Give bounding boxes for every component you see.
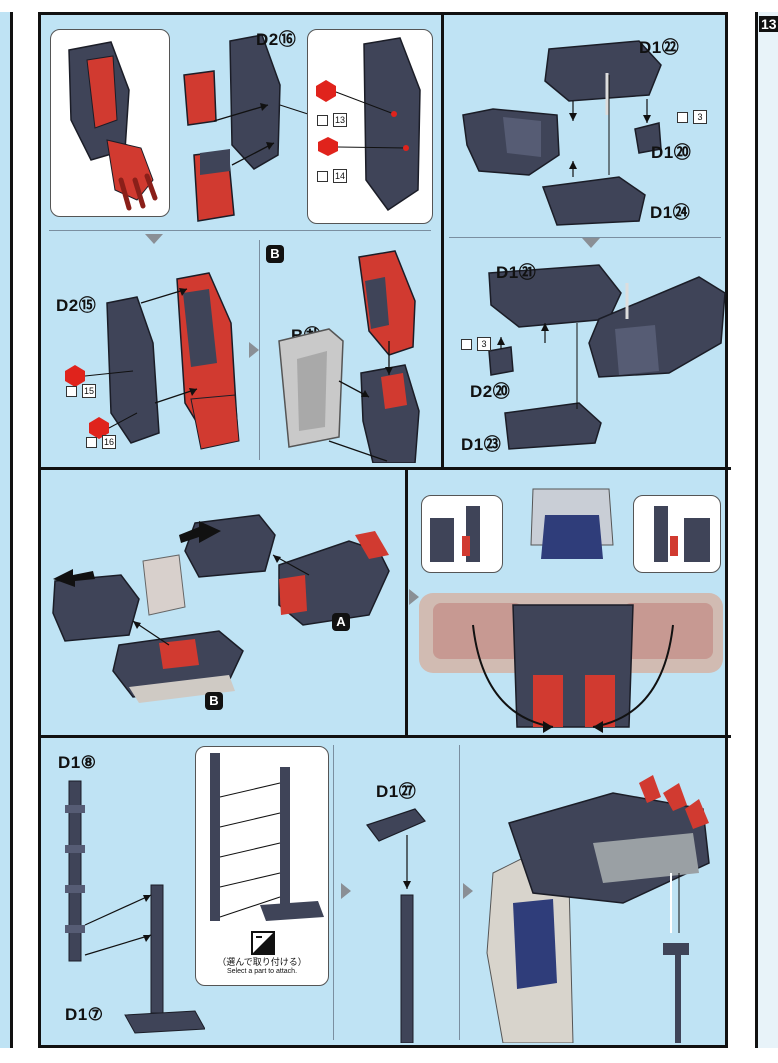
- part-label-d1-20: D1⑳: [651, 143, 692, 162]
- seal-number-14: 14: [333, 169, 347, 183]
- seal-icon: [66, 386, 77, 397]
- backpack-top-exploded-illustration: [462, 40, 662, 226]
- seal-number-15: 15: [82, 384, 96, 398]
- right-mount-illustration: [654, 506, 710, 562]
- stand-adapter-illustration: [366, 808, 426, 1043]
- divider-mid2: [41, 735, 731, 738]
- step-down-arrow-icon: [145, 234, 163, 244]
- seal-number-3: 3: [693, 110, 707, 124]
- previous-page-edge: [0, 12, 13, 1048]
- part-label-d1-23: D1㉓: [461, 435, 502, 454]
- next-page-edge: [755, 12, 778, 1048]
- arm-frame-attach-illustration: [278, 250, 420, 463]
- subdivider-tl-v: [259, 240, 260, 460]
- part-label-d1-8: D1⑧: [58, 753, 97, 772]
- subdivider-b2: [459, 745, 460, 1040]
- model-on-stand-illustration: [486, 775, 710, 1043]
- inset-arm-preview: [50, 29, 170, 217]
- step-right-arrow-icon: [249, 342, 259, 358]
- forearm-assembly-illustration: [65, 272, 240, 450]
- seal-number-13: 13: [333, 113, 347, 127]
- seal-number-16: 16: [102, 435, 116, 449]
- inset-left-mount-detail: [421, 495, 503, 573]
- part-label-d1-22: D1㉒: [639, 38, 680, 57]
- inset-select-part: （選んで取り付ける） Select a part to attach.: [195, 746, 329, 986]
- left-mount-illustration: [430, 506, 480, 562]
- divider-middle: [405, 468, 408, 736]
- select-part-illustration: [210, 753, 324, 921]
- marker-b-badge: B: [266, 245, 284, 263]
- part-label-d1-27: D1㉗: [376, 782, 417, 801]
- subdivider-b1: [333, 745, 334, 1040]
- instruction-sheet: D2⑯ 13 14 D2⑮ 15 16 B B㉷: [38, 12, 731, 1048]
- subdivider-tl: [49, 230, 431, 231]
- next-step-number: 13: [759, 16, 778, 32]
- step-down-arrow-icon: [582, 238, 600, 248]
- step-right-arrow-icon: [409, 589, 419, 605]
- divider-top: [441, 15, 444, 468]
- backpack-joint-assembly-illustration: [52, 514, 390, 703]
- seal-icon: [317, 115, 328, 126]
- stand-pole-illustration: [65, 780, 205, 1034]
- seal-number-3: 3: [477, 337, 491, 351]
- inset-right-mount-detail: [633, 495, 721, 573]
- seal-icon: [317, 171, 328, 182]
- subdivider-tr: [449, 237, 721, 238]
- backpack-bottom-exploded-illustration: [488, 264, 726, 450]
- part-label-d1-7: D1⑦: [65, 1005, 104, 1024]
- upper-arm-exploded-illustration: [183, 34, 349, 222]
- select-part-icon: [251, 931, 275, 955]
- part-label-d1-21: D1㉑: [496, 263, 537, 282]
- backpack-mounted-on-body-illustration: [419, 488, 723, 733]
- part-label-d2-20: D2⑳: [470, 382, 511, 401]
- marker-b-badge: B: [205, 692, 223, 710]
- attach-instruction-jp: （選んで取り付ける）: [217, 957, 307, 967]
- divider-mid1: [41, 467, 731, 470]
- seal-icon: [677, 112, 688, 123]
- inset-seal-detail: [307, 29, 433, 224]
- part-label-d1-24: D1㉔: [650, 203, 691, 222]
- part-label-d2-16: D2⑯: [256, 30, 297, 49]
- attach-instruction-en: Select a part to attach.: [226, 968, 298, 975]
- assembled-arm-illustration: [68, 41, 158, 211]
- seal-icon: [86, 437, 97, 448]
- seal-placement-illustration: [316, 37, 421, 212]
- step-right-arrow-icon: [463, 883, 473, 899]
- seal-icon: [461, 339, 472, 350]
- marker-a-badge: A: [332, 613, 350, 631]
- step-right-arrow-icon: [341, 883, 351, 899]
- part-label-d2-15: D2⑮: [56, 296, 97, 315]
